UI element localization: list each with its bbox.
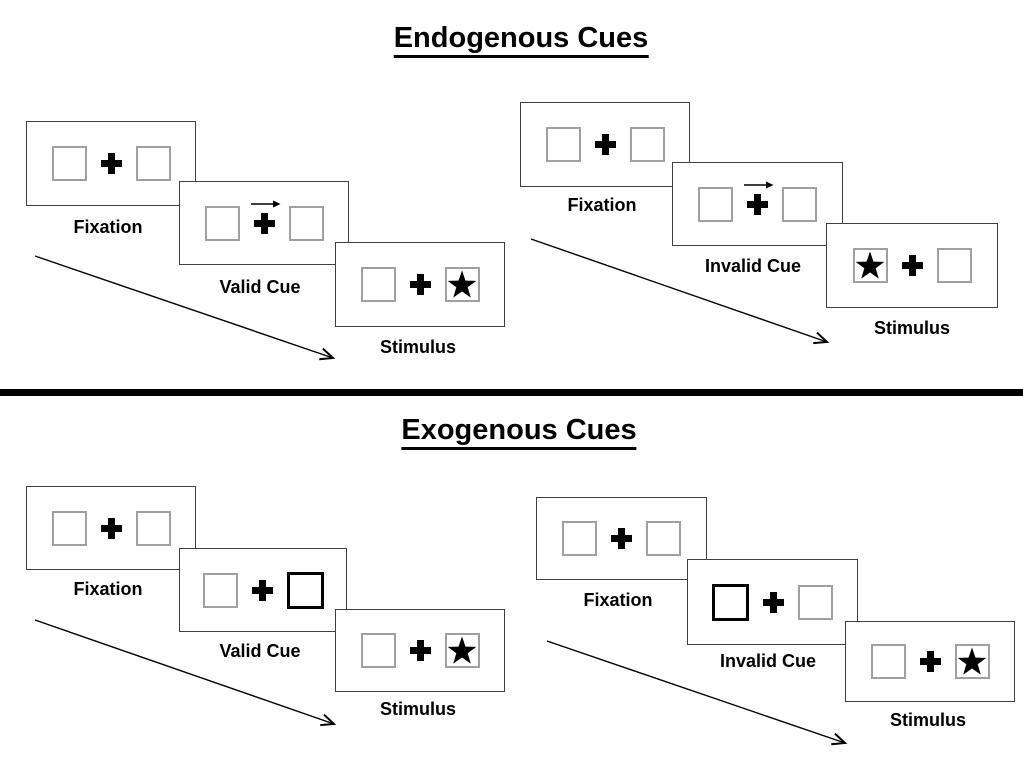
cue-highlight-box <box>712 583 749 621</box>
section-title-exogenous: Exogenous Cues <box>401 414 637 450</box>
placeholder-box-left <box>360 633 396 668</box>
placeholder-box-right <box>646 521 681 556</box>
section-title-exogenous-text: Exogenous Cues <box>401 414 637 450</box>
fixation-cross-icon <box>919 651 941 672</box>
target-star-icon <box>957 647 987 675</box>
trial-card-stimulus <box>335 242 505 327</box>
timeline-arrow-icon <box>546 640 848 746</box>
fixation-cross-icon <box>100 153 122 174</box>
placeholder-box-left <box>51 146 87 181</box>
placeholder-box-left <box>51 510 87 546</box>
placeholder-box-left <box>870 644 906 679</box>
placeholder-box-left <box>360 267 396 302</box>
card-label-cue: Invalid Cue <box>704 256 802 276</box>
card-label-fixation: Fixation <box>583 590 653 610</box>
card-label-stimulus: Stimulus <box>873 318 951 338</box>
trial-card-fixation <box>26 121 196 206</box>
fixation-cross-icon <box>409 640 431 661</box>
target-star-box <box>852 248 888 283</box>
timeline-arrow-icon <box>34 255 336 361</box>
card-label-cue: Valid Cue <box>219 277 301 297</box>
placeholder-box-right <box>288 205 324 241</box>
card-label-fixation: Fixation <box>73 217 143 237</box>
section-title-endogenous: Endogenous Cues <box>393 22 649 58</box>
fixation-cross-icon <box>611 528 632 549</box>
placeholder-box-left <box>204 205 240 241</box>
placeholder-box-right <box>936 248 972 283</box>
trial-card-stimulus <box>845 621 1015 702</box>
cue-arrow-icon <box>250 200 280 207</box>
placeholder-box-right <box>798 584 833 620</box>
card-label-fixation: Fixation <box>567 195 637 215</box>
trial-card-fixation <box>26 486 196 570</box>
target-star-box <box>444 267 480 302</box>
trial-card-cue <box>179 548 347 632</box>
fixation-cross-icon <box>250 200 280 234</box>
card-label-fixation: Fixation <box>73 579 143 599</box>
card-label-cue: Valid Cue <box>219 641 301 661</box>
cue-highlight-box <box>286 571 324 609</box>
section-divider <box>0 389 1023 396</box>
fixation-cross-icon <box>409 274 431 295</box>
target-star-icon <box>447 270 477 298</box>
section-title-endogenous-text: Endogenous Cues <box>393 22 649 58</box>
trial-card-cue <box>687 559 858 645</box>
target-star-box <box>444 633 480 668</box>
timeline-arrow-icon <box>530 238 830 345</box>
trial-card-cue <box>672 162 843 246</box>
placeholder-box-left <box>698 186 733 222</box>
fixation-cross-icon <box>763 591 784 613</box>
trial-card-cue <box>179 181 349 265</box>
card-label-cue: Invalid Cue <box>719 651 817 671</box>
trial-card-fixation <box>536 497 707 580</box>
fixation-cross-icon <box>901 255 923 276</box>
target-star-icon <box>855 251 885 279</box>
placeholder-box-right <box>782 186 817 222</box>
placeholder-box-right <box>629 127 665 162</box>
card-label-stimulus: Stimulus <box>889 710 967 730</box>
placeholder-box-right <box>135 510 171 546</box>
cue-arrow-icon <box>744 181 774 188</box>
target-star-box <box>954 644 990 679</box>
fixation-cross-icon <box>594 134 616 155</box>
placeholder-box-left <box>562 521 597 556</box>
fixation-cross-icon <box>100 517 122 539</box>
placeholder-box-left <box>202 572 238 608</box>
card-label-stimulus: Stimulus <box>379 699 457 719</box>
fixation-cross-icon <box>251 579 273 601</box>
fixation-cross-icon <box>744 181 774 215</box>
placeholder-box-left <box>545 127 581 162</box>
target-star-icon <box>447 636 477 664</box>
trial-card-stimulus <box>826 223 998 308</box>
timeline-arrow-icon <box>34 619 337 727</box>
card-label-stimulus: Stimulus <box>379 337 457 357</box>
trial-card-fixation <box>520 102 690 187</box>
trial-card-stimulus <box>335 609 505 692</box>
placeholder-box-right <box>135 146 171 181</box>
